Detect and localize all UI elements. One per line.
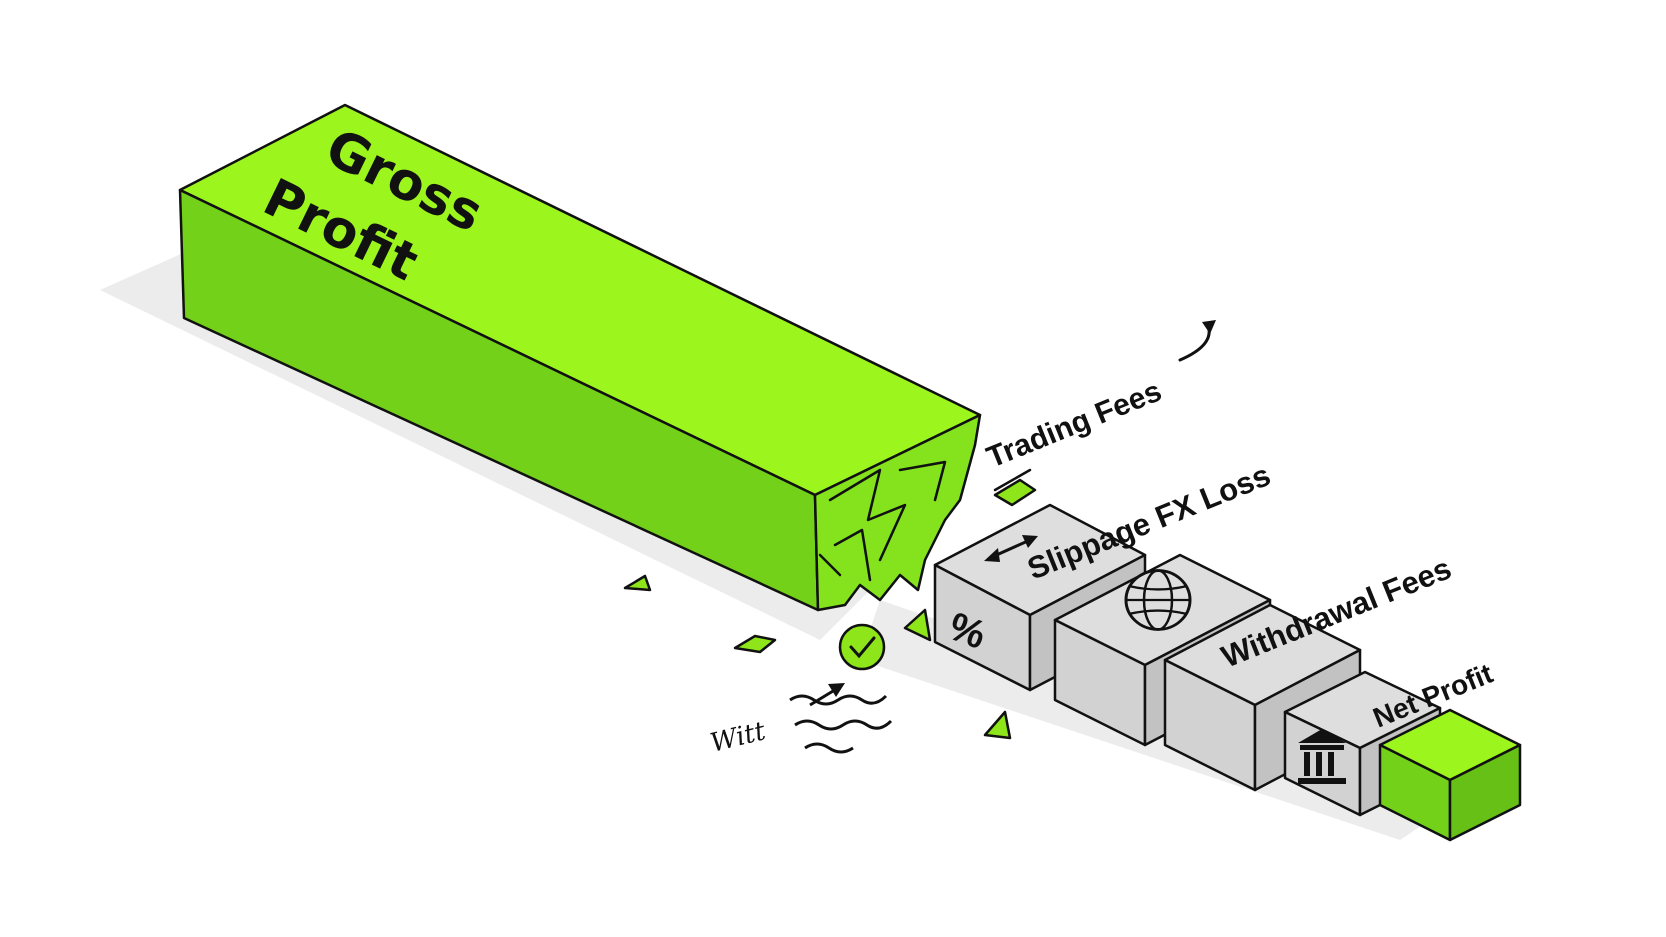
check-circle-icon [838, 623, 886, 671]
gross-profit-bar: Gross Profit [178, 103, 982, 612]
net-profit-block [1378, 708, 1522, 842]
globe-icon [1124, 569, 1192, 631]
bank-icon [1298, 729, 1346, 784]
double-arrow-icon [984, 535, 1038, 562]
scribble-text: Witt [707, 716, 769, 759]
squiggle-lines [789, 683, 893, 754]
trading-fees-label: Trading Fees [982, 375, 1166, 475]
curved-arrow-icon [1178, 320, 1216, 362]
debris-shards [623, 468, 1037, 740]
